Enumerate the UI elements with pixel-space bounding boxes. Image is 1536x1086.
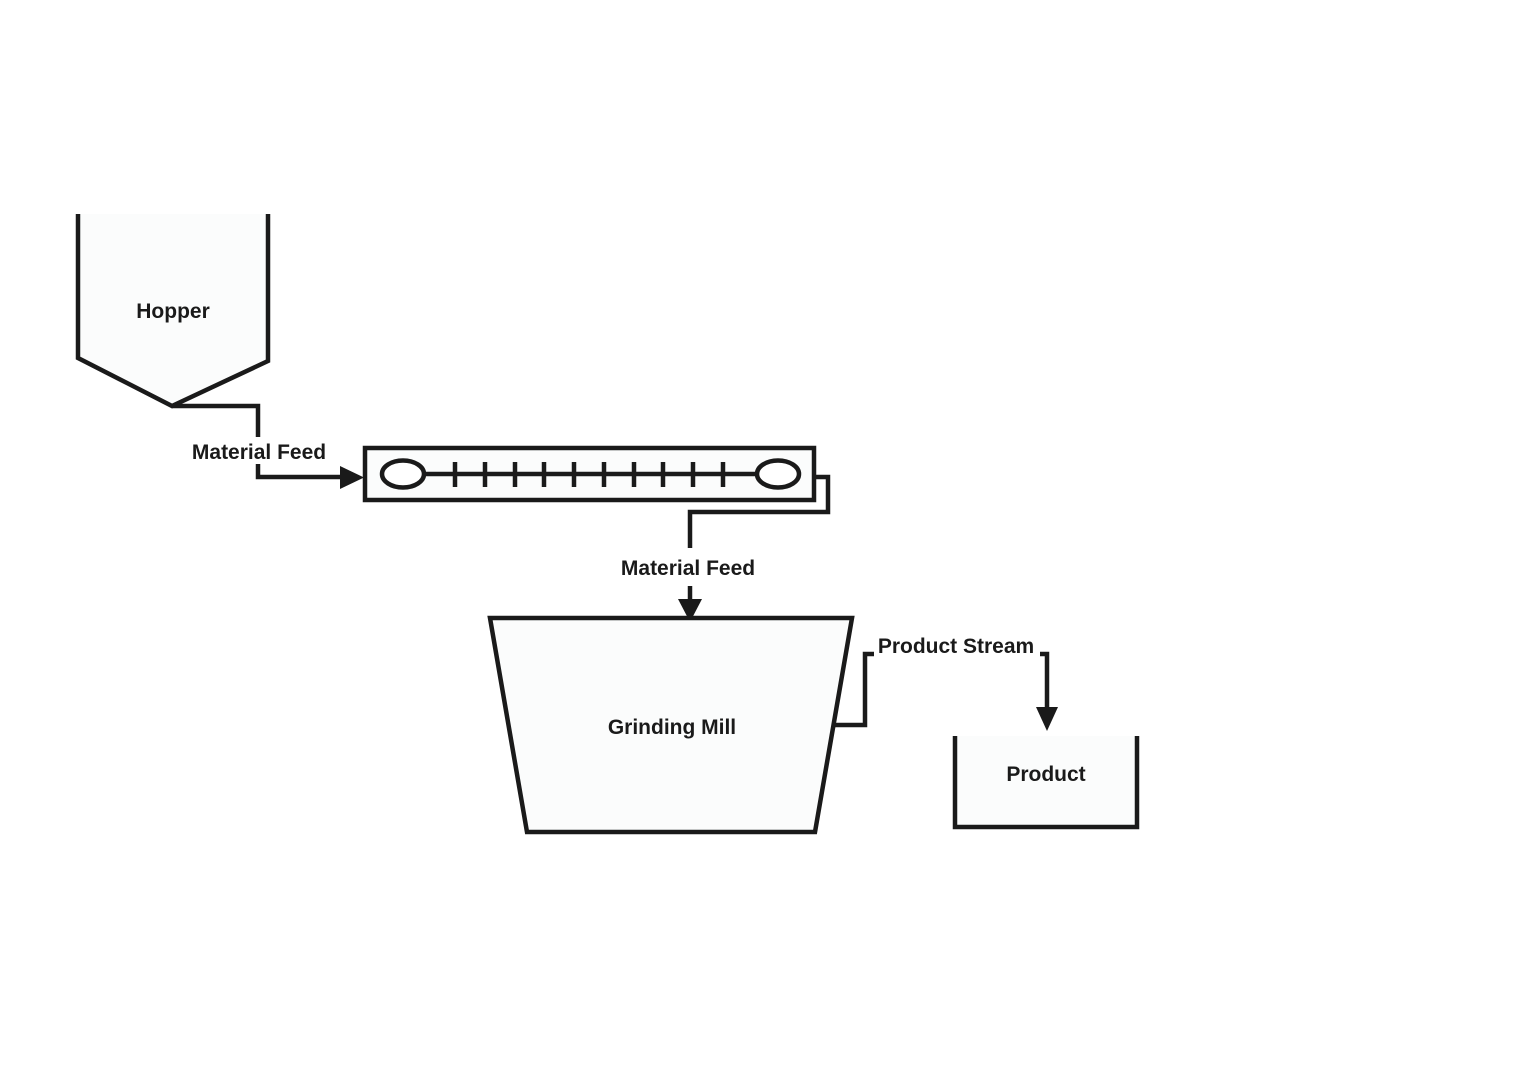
hopper-label: Hopper xyxy=(136,300,210,323)
conveyor-left-roller-icon xyxy=(379,458,427,490)
conveyor-shape xyxy=(362,445,817,503)
product-bin-label: Product xyxy=(1006,763,1085,786)
product-bin-shape xyxy=(952,736,1140,830)
mill-to-bin-label: Product Stream xyxy=(878,635,1034,658)
conveyor-right-roller-icon xyxy=(754,458,802,490)
conveyor-to-mill-label: Material Feed xyxy=(621,557,755,580)
conveyor-to-mill-line-upper xyxy=(687,474,831,548)
mill-to-bin-arrowhead xyxy=(1036,707,1058,731)
mill-to-bin-line-left xyxy=(834,651,874,728)
mill-to-bin-line-right xyxy=(1040,651,1050,708)
hopper-to-conveyor-arrowhead xyxy=(340,466,364,489)
conveyor-to-mill-arrowhead xyxy=(678,599,702,622)
grinding-mill-shape xyxy=(487,615,855,835)
hopper-to-conveyor-line-lower xyxy=(255,464,341,480)
hopper-to-conveyor-line-upper xyxy=(172,403,261,437)
grinding-mill-label: Grinding Mill xyxy=(608,716,736,739)
hopper-to-conveyor-label: Material Feed xyxy=(192,441,326,464)
